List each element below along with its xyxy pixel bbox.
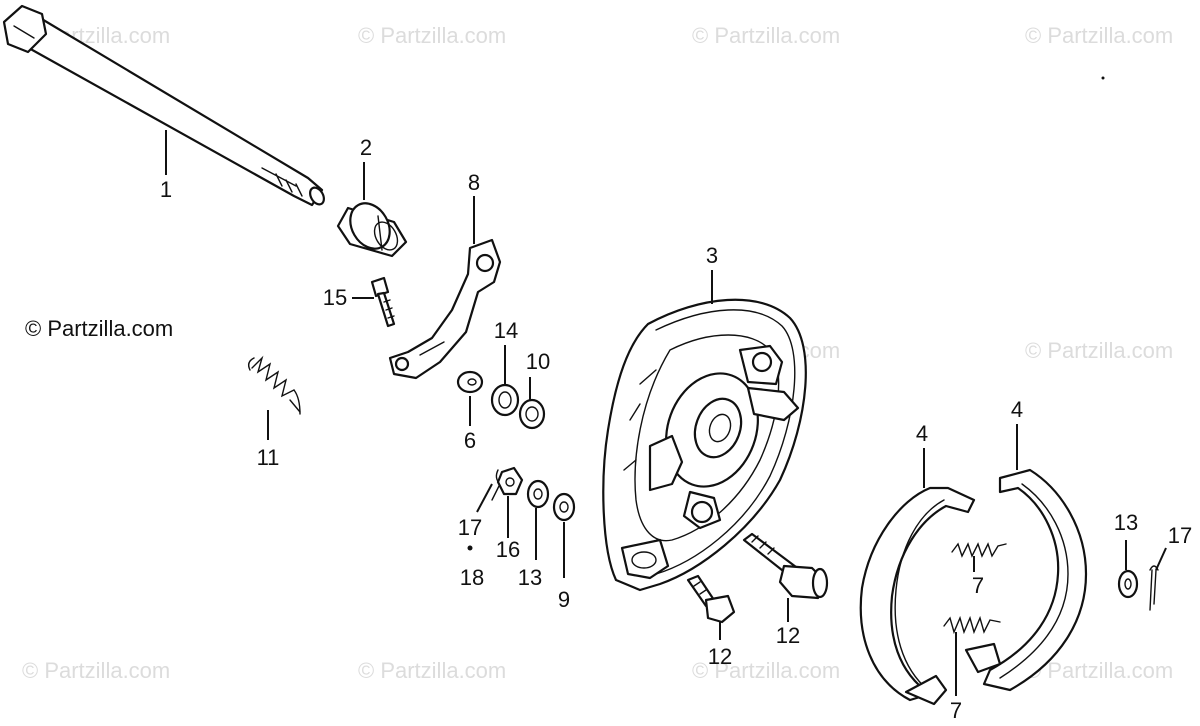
callout-1: 1: [159, 177, 173, 202]
washer-part-9: [552, 492, 576, 522]
callout-12: 12: [775, 623, 801, 648]
watermark: © Partzilla.com: [358, 23, 507, 48]
callout-7: 7: [971, 573, 985, 598]
callout-4: 4: [915, 421, 929, 446]
washer-inner-13-right: [1124, 578, 1132, 590]
callout-15: 15: [322, 285, 348, 310]
washer-part-6: [456, 370, 484, 394]
callout-16: 16: [495, 537, 521, 562]
watermark: © Partzilla.com: [1025, 338, 1174, 363]
brake-arm-part: [388, 238, 502, 380]
spring-part-11: [247, 355, 301, 415]
callout-2: 2: [359, 135, 373, 160]
callout-12: 12: [707, 644, 733, 669]
brake-panel-part: [602, 298, 807, 592]
watermark: © Partzilla.com: [692, 658, 841, 683]
bolt-part-15: [370, 276, 396, 328]
watermark: © Partzilla.com: [22, 658, 171, 683]
watermark: © Partzilla.com: [358, 658, 507, 683]
callout-13: 13: [1113, 510, 1139, 535]
callout-7: 7: [949, 698, 963, 723]
callout-8: 8: [467, 170, 481, 195]
callout-3: 3: [705, 243, 719, 268]
callout-17: 17: [1167, 523, 1193, 548]
callout-11: 11: [256, 445, 280, 470]
oring-inner-14: [498, 391, 512, 409]
axle-part: [2, 4, 325, 207]
washer-inner-10: [525, 406, 539, 422]
brake-shoe-part-right: [964, 468, 1088, 692]
washer-inner-9: [559, 501, 569, 513]
callout-10: 10: [525, 349, 551, 374]
watermark: © Partzilla.com: [1025, 23, 1174, 48]
brake-cam-part: [742, 532, 829, 600]
callout-9: 9: [557, 587, 571, 612]
washer-hole-6: [467, 378, 477, 386]
collar-part: [336, 202, 408, 258]
callout-14: 14: [493, 318, 519, 343]
callout-17: 17: [457, 515, 483, 540]
oring-part-14: [490, 383, 520, 417]
callout-18: 18: [459, 565, 485, 590]
leader-17b: [1155, 547, 1167, 571]
spring-part-7-upper: [951, 542, 1007, 558]
callout-4: 4: [1010, 397, 1024, 422]
cotter-pin-part-17-right: [1149, 565, 1159, 611]
nut-part-16: [496, 466, 524, 496]
washer-part-10: [518, 398, 546, 430]
watermark: © Partzilla.com: [692, 23, 841, 48]
washer-inner-13: [533, 488, 543, 500]
spring-part-7-lower: [943, 615, 1001, 635]
speck: [1101, 76, 1105, 80]
callout-13: 13: [517, 565, 543, 590]
leader-17a: [476, 483, 493, 513]
washer-part-13: [526, 479, 550, 509]
copyright-text: © Partzilla.com: [25, 316, 174, 341]
brake-shoe-part-left: [859, 486, 976, 706]
callout-6: 6: [463, 428, 477, 453]
watermark: © Partzilla.com: [1025, 658, 1174, 683]
washer-part-13-right: [1117, 569, 1139, 599]
bolt-part-12: [686, 574, 736, 624]
